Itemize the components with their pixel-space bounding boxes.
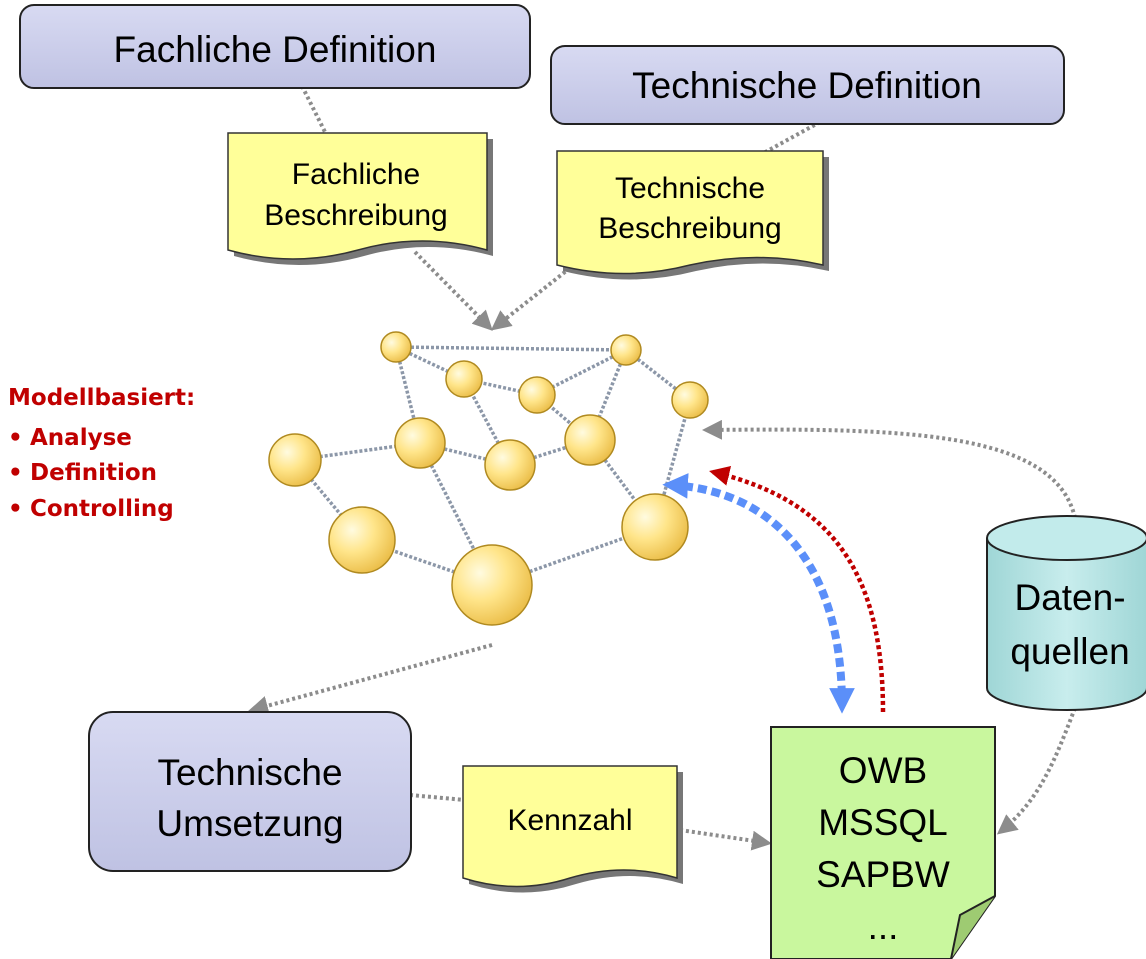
fachliche-beschreibung-line2: Beschreibung	[264, 199, 447, 232]
technische-umsetzung-line2: Umsetzung	[156, 803, 343, 844]
network-node	[445, 360, 483, 398]
modellbasiert-heading: Modellbasiert:	[8, 385, 195, 411]
network-node	[610, 334, 642, 366]
red-arrow-tools-to-network	[709, 465, 886, 713]
bullet: •	[8, 460, 23, 486]
arrow-technische-to-network	[490, 266, 572, 331]
network-node	[328, 506, 396, 574]
datenquellen-cylinder: Daten- quellen	[986, 515, 1146, 711]
fachliche-definition-box: Fachliche Definition	[19, 4, 531, 89]
bullet: •	[8, 425, 23, 451]
connector-umsetzung-to-kennzahl	[409, 793, 466, 802]
network-node	[484, 439, 536, 491]
technische-beschreibung-note: Technische Beschreibung	[556, 150, 829, 280]
datenquellen-line1: Daten-	[1014, 577, 1125, 618]
connector-fachliche-def-to-note	[300, 85, 327, 133]
connectors	[248, 85, 1077, 851]
arrow-datenquellen-to-network	[702, 419, 1077, 519]
tool-mssql: MSSQL	[818, 802, 948, 843]
modellbasiert-item-analyse: Analyse	[30, 425, 132, 451]
tool-more: ...	[868, 906, 899, 947]
fachliche-beschreibung-line1: Fachliche	[292, 158, 420, 191]
connector-technische-def-to-note	[759, 120, 821, 157]
datenquellen-line2: quellen	[1010, 631, 1129, 672]
modellbasiert-item-definition: Definition	[30, 460, 157, 486]
network-node	[380, 331, 412, 363]
network-node	[671, 381, 709, 419]
arrow-fachliche-to-network	[413, 250, 493, 331]
arrow-kennzahl-to-tools	[679, 828, 772, 851]
technische-definition-label: Technische Definition	[632, 65, 982, 106]
kennzahl-label: Kennzahl	[507, 804, 632, 837]
arrow-datenquellen-to-tools	[996, 707, 1077, 835]
kennzahl-note: Kennzahl	[462, 765, 683, 893]
bullet: •	[8, 496, 23, 522]
fachliche-beschreibung-note: Fachliche Beschreibung	[227, 132, 493, 265]
technische-definition-box: Technische Definition	[550, 45, 1065, 125]
network-nodes	[268, 331, 709, 626]
blue-bidirectional-arrow	[662, 473, 855, 714]
network-node	[394, 417, 446, 469]
model-network	[268, 331, 709, 626]
network-node	[621, 493, 689, 561]
network-node	[268, 433, 322, 487]
network-node	[564, 414, 616, 466]
network-node	[518, 376, 556, 414]
modellbasiert-item-controlling: Controlling	[30, 496, 174, 522]
modellbasiert-list: Modellbasiert: • Analyse • Definition • …	[8, 385, 195, 522]
arrow-network-to-umsetzung	[248, 643, 493, 716]
fachliche-definition-label: Fachliche Definition	[114, 29, 437, 70]
tool-owb: OWB	[839, 750, 927, 791]
network-node	[451, 544, 533, 626]
technische-umsetzung-box: Technische Umsetzung	[88, 711, 412, 872]
technische-beschreibung-line2: Beschreibung	[598, 212, 781, 245]
tool-sapbw: SAPBW	[816, 854, 950, 895]
tools-document: OWB MSSQL SAPBW ...	[770, 726, 996, 959]
technische-umsetzung-line1: Technische	[157, 752, 342, 793]
technische-beschreibung-line1: Technische	[615, 172, 765, 205]
